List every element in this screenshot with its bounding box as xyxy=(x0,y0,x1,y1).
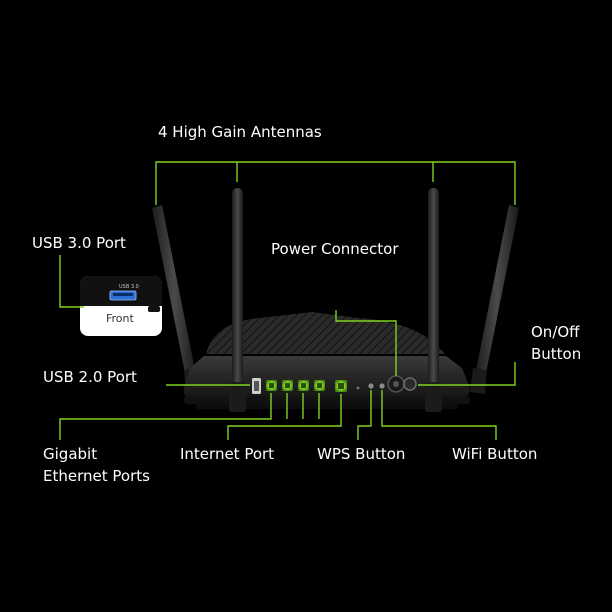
gigabit-ports-label: Gigabit Ethernet Ports xyxy=(43,443,150,487)
usb3-inset xyxy=(80,276,162,336)
antenna-left-inner xyxy=(229,188,246,412)
ethernet-port-icons xyxy=(266,380,325,391)
gigabit-label-line2: Ethernet Ports xyxy=(43,467,150,485)
wps-leader xyxy=(357,390,372,440)
internet-leader xyxy=(227,394,342,440)
wifi-button-label: WiFi Button xyxy=(452,445,538,463)
front-caption: Front xyxy=(106,312,134,325)
onoff-button-label: On/Off Button xyxy=(531,321,581,365)
antennas-label: 4 High Gain Antennas xyxy=(158,123,322,141)
usb2-port-label: USB 2.0 Port xyxy=(43,368,137,386)
usb3-port-tag: USB 3.0 xyxy=(119,284,139,290)
antenna-right-inner xyxy=(425,188,442,412)
wps-button-label: WPS Button xyxy=(317,445,406,463)
antenna-right-outer xyxy=(470,205,519,394)
reset-pinhole-icon xyxy=(356,386,360,390)
antenna-bracket-lines xyxy=(155,161,516,205)
gigabit-leader xyxy=(59,393,272,440)
power-connector-label: Power Connector xyxy=(271,240,399,258)
onoff-button-icon xyxy=(403,377,417,391)
usb3-leader xyxy=(59,255,84,308)
wps-button-icon xyxy=(368,383,374,389)
wifi-leader xyxy=(381,390,497,440)
gigabit-label-line1: Gigabit xyxy=(43,445,98,463)
onoff-label-line1: On/Off xyxy=(531,323,580,341)
internet-port-label: Internet Port xyxy=(180,445,275,463)
usb3-port-label: USB 3.0 Port xyxy=(32,234,126,252)
onoff-label-line2: Button xyxy=(531,345,582,363)
antenna-bracket xyxy=(155,161,516,205)
rear-panel xyxy=(252,375,417,394)
power-leader xyxy=(335,310,397,376)
onoff-leader xyxy=(418,362,516,386)
leader-lines xyxy=(59,255,516,440)
wifi-button-icon xyxy=(379,383,385,389)
